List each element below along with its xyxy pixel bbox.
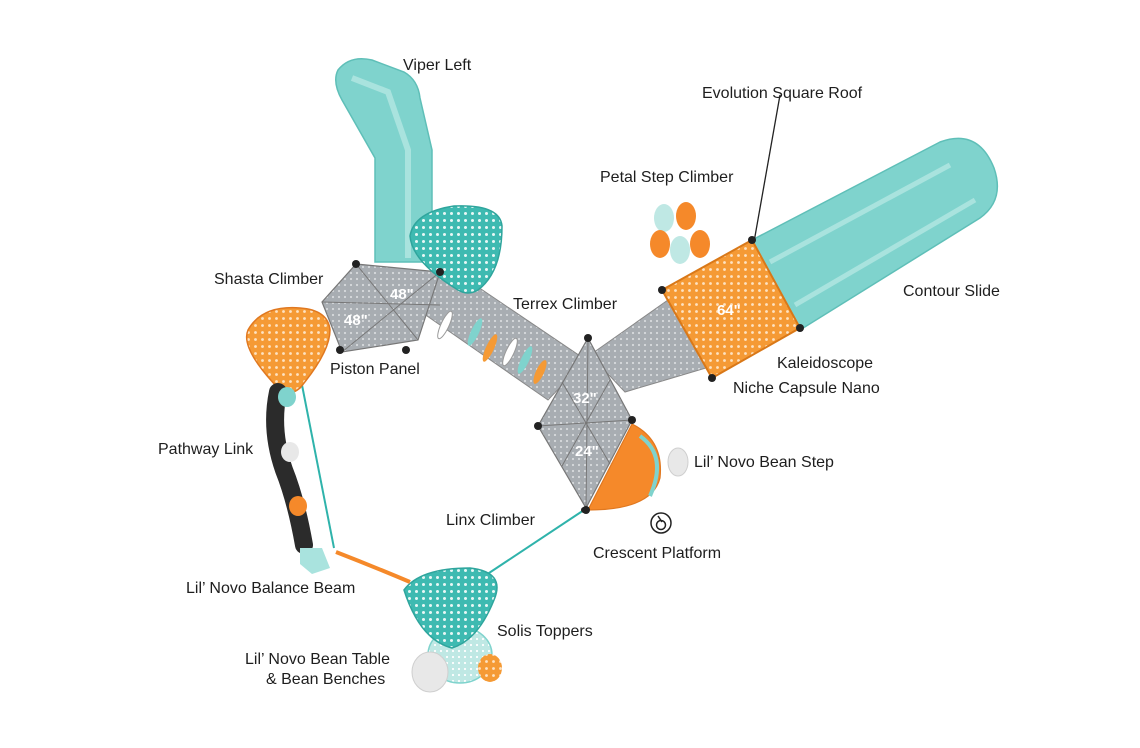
label-lil-novo-bean-step: Lil’ Novo Bean Step [694, 454, 834, 471]
top-left-deck [321, 263, 441, 353]
connector-lines [301, 94, 781, 576]
balance-beam [335, 550, 411, 584]
terrex-climber [403, 263, 587, 401]
label-contour-slide: Contour Slide [903, 283, 1000, 300]
label-solis-toppers: Solis Toppers [497, 623, 593, 640]
height-label-48-b: 48" [344, 312, 368, 329]
solis-toppers [403, 567, 502, 693]
label-terrex-climber: Terrex Climber [513, 296, 618, 313]
height-label-64: 64" [717, 302, 741, 319]
viper-left-slide [335, 58, 433, 263]
label-kaleidoscope: Kaleidoscope [776, 355, 874, 372]
height-label-24: 24" [575, 443, 599, 460]
pathway-link [266, 383, 330, 574]
label-crescent-platform: Crescent Platform [593, 545, 722, 562]
label-viper-left: Viper Left [403, 57, 472, 74]
viper-climb-panel [409, 205, 503, 294]
height-label-32: 32" [573, 390, 597, 407]
bean-step [667, 447, 689, 477]
label-linx-climber: Linx Climber [446, 512, 535, 529]
label-shasta-climber: Shasta Climber [214, 271, 324, 288]
shasta-climber [245, 306, 331, 394]
label-pathway-link: Pathway Link [158, 441, 254, 458]
label-lil-novo-balance-beam: Lil’ Novo Balance Beam [186, 580, 356, 597]
label-evolution-square-roof: Evolution Square Roof [702, 85, 863, 102]
wheelchair-icon [650, 512, 672, 534]
crescent-platform [587, 423, 662, 511]
height-label-48-a: 48" [390, 286, 414, 303]
label-niche-capsule-nano: Niche Capsule Nano [733, 380, 880, 397]
label-petal-step-climber: Petal Step Climber [600, 169, 734, 186]
petal-step-climber [650, 202, 710, 264]
contour-slide [750, 137, 998, 332]
post-caps [336, 236, 804, 514]
label-bean-benches: & Bean Benches [266, 671, 386, 688]
label-piston-panel: Piston Panel [330, 361, 420, 378]
label-bean-table: Lil’ Novo Bean Table [245, 651, 390, 668]
